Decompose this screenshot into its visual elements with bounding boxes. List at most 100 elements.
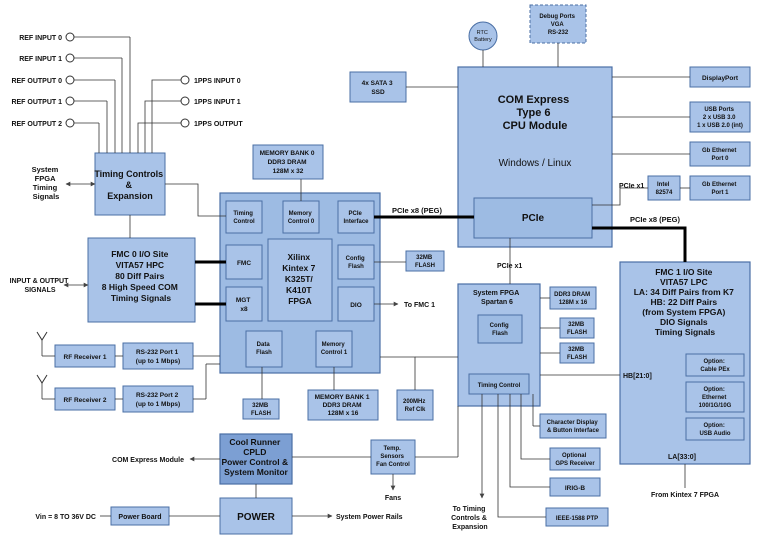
kintex-timing-control-label: Timing Control (233, 211, 255, 225)
system-timing-control-label: Timing Control (478, 383, 521, 389)
fmc1-label: FMC 1 I/O Site VITA57 LPC LA: 34 Diff Pa… (634, 267, 737, 337)
pps-output-label: 1PPS OUTPUT (194, 121, 243, 128)
kintex-fmc-label: FMC (237, 260, 251, 267)
cpld-label: Cool Runner CPLD Power Control & System … (222, 437, 291, 477)
fans-label: Fans (385, 495, 401, 502)
flash-32mb-bottom-box (242, 398, 280, 420)
ref-output-1-jack (65, 96, 75, 106)
pps-input-0-line (151, 79, 181, 153)
ref-input-1-jack (65, 53, 75, 63)
tc-ptp (497, 394, 546, 518)
ddr3-small-label: DDR3 DRAM 128M x 16 (554, 292, 592, 306)
flash-32mb-bottom-label: 32MB FLASH (251, 403, 271, 417)
system-config-flash (477, 314, 523, 344)
char-display-box (539, 413, 607, 439)
tc-irig (509, 394, 550, 488)
sata-box (349, 71, 407, 103)
ref-input-0-label: REF INPUT 0 (19, 35, 62, 42)
option-ethernet-label: Option: Ethernet 100/1G/10G (699, 387, 732, 409)
memory-bank-0-box (252, 144, 324, 180)
gbe-port-1-box (689, 175, 751, 201)
rf-receiver-1-label: RF Receiver 1 (64, 354, 107, 361)
vin-label: Vin = 8 TO 36V DC (35, 514, 96, 521)
pps-input-1-jack (180, 96, 190, 106)
fmc0-box (87, 237, 196, 323)
rtc-battery-circle (468, 21, 498, 51)
displayport-label: DisplayPort (702, 75, 739, 82)
kintex-fmc (225, 244, 263, 280)
ref-output-0-jack (65, 75, 75, 85)
rf-receiver-2-label: RF Receiver 2 (64, 397, 107, 404)
kintex-pcie-interface-label: PCIe Interface (343, 211, 369, 225)
rs232-port-1-label: RS-232 Port 1 (up to 1 Mbps) (136, 349, 180, 365)
rs232-port-2-label: RS-232 Port 2 (up to 1 Mbps) (136, 392, 180, 408)
system-timing-control (468, 373, 530, 395)
system-power-rails-label: System Power Rails (336, 514, 403, 521)
kintex-config-flash-label: Config Flash (346, 256, 367, 270)
pcie-x8-peg-right-label: PCIe x8 (PEG) (630, 215, 681, 224)
antenna-1-icon (36, 331, 48, 341)
kintex-mgt (225, 286, 263, 322)
flash-b-label: 32MB FLASH (567, 347, 587, 361)
kintex-pcie-interface (337, 200, 375, 234)
memory-bank-0-label: MEMORY BANK 0 DDR3 DRAM 128M x 32 (260, 150, 317, 175)
flash-32mb-right-box (405, 250, 445, 272)
com-express-label: COM Express Type 6 CPU Module (498, 94, 573, 132)
ref-output-2-jack (65, 118, 75, 128)
irig-label: IRIG-B (565, 485, 586, 492)
kintex-center-label: Xilinx Kintex 7 K325T/ K410T FPGA (282, 252, 317, 306)
rtc-battery-label: RTC Battery (474, 30, 492, 43)
pcie-x1-top-label: PCIe x1 (619, 183, 644, 190)
tc-gps (520, 394, 550, 460)
usb-ports-label: USB Ports 2 x USB 3.0 1 x USB 2.0 (int) (697, 107, 743, 129)
flash-32mb-right-label: 32MB FLASH (415, 255, 435, 269)
to-fmc1-label: To FMC 1 (404, 302, 435, 309)
kintex-memory-control-1-label: Memory Control 1 (321, 342, 348, 356)
intel-82574-label: Intel 82574 (656, 182, 673, 196)
flash-a-label: 32MB FLASH (567, 322, 587, 336)
kintex-memory-control-1 (315, 330, 353, 368)
gbe-port-1-label: Gb Ethernet Port 1 (702, 182, 738, 196)
option-cable-box (685, 353, 745, 377)
ref-clk-label: 200MHz Ref Clk (403, 399, 427, 413)
rs232-port-2-box (122, 385, 194, 413)
from-k7-label: From Kintex 7 FPGA (651, 492, 719, 499)
antenna-2-icon (36, 374, 48, 384)
timing-controls-label: Timing Controls & Expansion (94, 169, 165, 201)
temp-sensors-label: Temp. Sensors Fan Control (376, 446, 410, 468)
kintex-center (267, 238, 333, 322)
kintex-data-flash (245, 330, 283, 368)
option-audio-box (685, 417, 745, 441)
ref-clk-box (396, 389, 434, 421)
os-label: Windows / Linux (499, 158, 572, 169)
intel-82574-box (647, 175, 681, 201)
memory-bank-1-box (307, 389, 379, 421)
pps-input-0-label: 1PPS INPUT 0 (194, 78, 241, 85)
kintex-dio-label: DIO (350, 302, 362, 309)
pcie-x8-peg-top-label: PCIe x8 (PEG) (392, 206, 443, 215)
pps-output-line (137, 122, 181, 153)
la-label: LA[33:0] (668, 454, 696, 461)
ref-clk-link (380, 356, 416, 390)
timing-controls-box (94, 152, 166, 216)
option-audio-label: Option: USB Audio (699, 423, 730, 437)
ref-output-2-label: REF OUTPUT 2 (11, 121, 62, 128)
ptp-label: IEEE-1588 PTP (556, 516, 598, 522)
ref-output-0-label: REF OUTPUT 0 (11, 78, 62, 85)
pcie-box (473, 197, 593, 239)
ref-input-0-jack (65, 32, 75, 42)
system-config-flash-label: Config Flash (490, 323, 511, 337)
memory-bank-1-label: MEMORY BANK 1 DDR3 DRAM 128M x 16 (315, 394, 372, 417)
option-cable-label: Option: Cable PEx (700, 359, 730, 373)
gbe-port-0-label: Gb Ethernet Port 0 (702, 148, 738, 162)
to-timing-label: To Timing Controls & Expansion (451, 506, 489, 531)
kintex-memory-control-0-label: Memory Control 0 (288, 211, 315, 225)
usb-ports-box (689, 101, 751, 133)
io-signals-label: INPUT & OUTPUT SIGNALS (10, 278, 71, 294)
pcie-peg-right-bus (592, 226, 687, 262)
debug-ports-label: Debug Ports VGA RS-232 (539, 14, 576, 36)
kintex-memory-control-0 (282, 200, 320, 234)
rs232-port-1-box (122, 342, 194, 370)
sata-label: 4x SATA 3 SSD (362, 80, 395, 96)
